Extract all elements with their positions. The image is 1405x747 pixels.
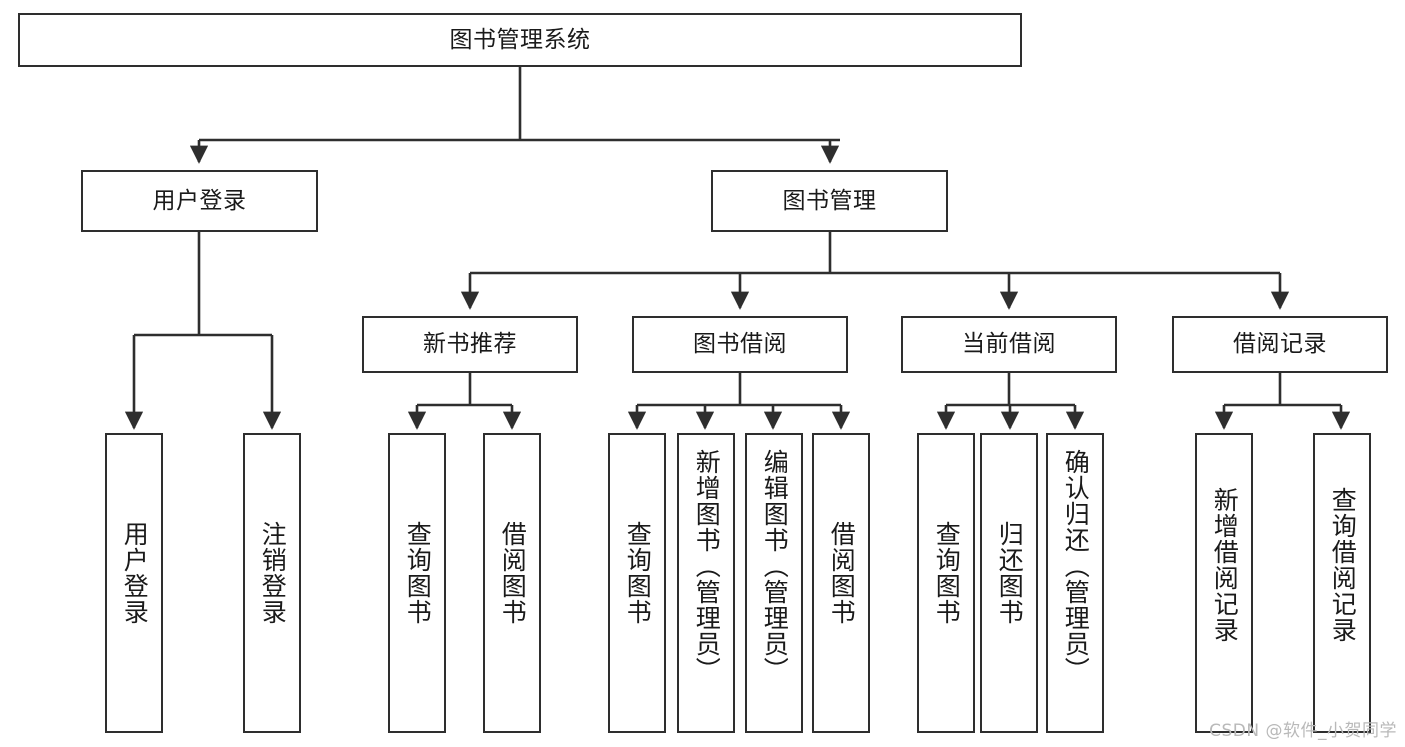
node-root-label: 图书管理系统 — [449, 26, 591, 53]
node-leaf-query-book-3-label: 查询图书 — [932, 521, 962, 625]
node-leaf-query-book-1-label: 查询图书 — [403, 521, 433, 625]
node-current-borrow[interactable]: 当前借阅 — [901, 316, 1117, 373]
node-leaf-user-login-label: 用户登录 — [120, 521, 150, 625]
node-current-borrow-label: 当前借阅 — [962, 331, 1056, 357]
node-leaf-add-book-admin[interactable]: 新增图书（管理员） — [677, 433, 735, 733]
node-root[interactable]: 图书管理系统 — [18, 13, 1022, 67]
node-leaf-query-book-1[interactable]: 查询图书 — [388, 433, 446, 733]
node-leaf-query-borrow-record-label: 查询借阅记录 — [1328, 487, 1358, 643]
node-book-management-label: 图书管理 — [782, 187, 877, 214]
node-borrow-record-label: 借阅记录 — [1233, 331, 1327, 357]
node-leaf-borrow-book-1-label: 借阅图书 — [498, 521, 528, 625]
watermark-text: CSDN @软件_小贺同学 — [1209, 721, 1397, 741]
node-leaf-borrow-book-2-label: 借阅图书 — [827, 521, 857, 625]
node-leaf-query-borrow-record[interactable]: 查询借阅记录 — [1313, 433, 1371, 733]
node-leaf-logout-login[interactable]: 注销登录 — [243, 433, 301, 733]
node-leaf-confirm-return-admin[interactable]: 确认归还（管理员） — [1046, 433, 1104, 733]
node-user-login[interactable]: 用户登录 — [81, 170, 318, 232]
node-leaf-logout-login-label: 注销登录 — [258, 521, 288, 625]
node-new-book-recommend-label: 新书推荐 — [423, 331, 517, 357]
node-leaf-borrow-book-2[interactable]: 借阅图书 — [812, 433, 870, 733]
node-leaf-query-book-2[interactable]: 查询图书 — [608, 433, 666, 733]
node-leaf-user-login[interactable]: 用户登录 — [105, 433, 163, 733]
node-leaf-confirm-return-admin-label: 确认归还（管理员） — [1061, 449, 1091, 683]
node-book-borrow[interactable]: 图书借阅 — [632, 316, 848, 373]
node-leaf-edit-book-admin-label: 编辑图书（管理员） — [760, 449, 790, 683]
node-leaf-return-book[interactable]: 归还图书 — [980, 433, 1038, 733]
node-leaf-query-book-2-label: 查询图书 — [623, 521, 653, 625]
node-leaf-query-book-3[interactable]: 查询图书 — [917, 433, 975, 733]
node-leaf-add-borrow-record[interactable]: 新增借阅记录 — [1195, 433, 1253, 733]
node-book-management[interactable]: 图书管理 — [711, 170, 948, 232]
node-new-book-recommend[interactable]: 新书推荐 — [362, 316, 578, 373]
node-book-borrow-label: 图书借阅 — [693, 331, 787, 357]
node-leaf-edit-book-admin[interactable]: 编辑图书（管理员） — [745, 433, 803, 733]
node-leaf-add-book-admin-label: 新增图书（管理员） — [692, 449, 722, 683]
node-borrow-record[interactable]: 借阅记录 — [1172, 316, 1388, 373]
node-leaf-borrow-book-1[interactable]: 借阅图书 — [483, 433, 541, 733]
node-leaf-return-book-label: 归还图书 — [995, 521, 1025, 625]
node-user-login-label: 用户登录 — [152, 187, 247, 214]
node-leaf-add-borrow-record-label: 新增借阅记录 — [1210, 487, 1240, 643]
